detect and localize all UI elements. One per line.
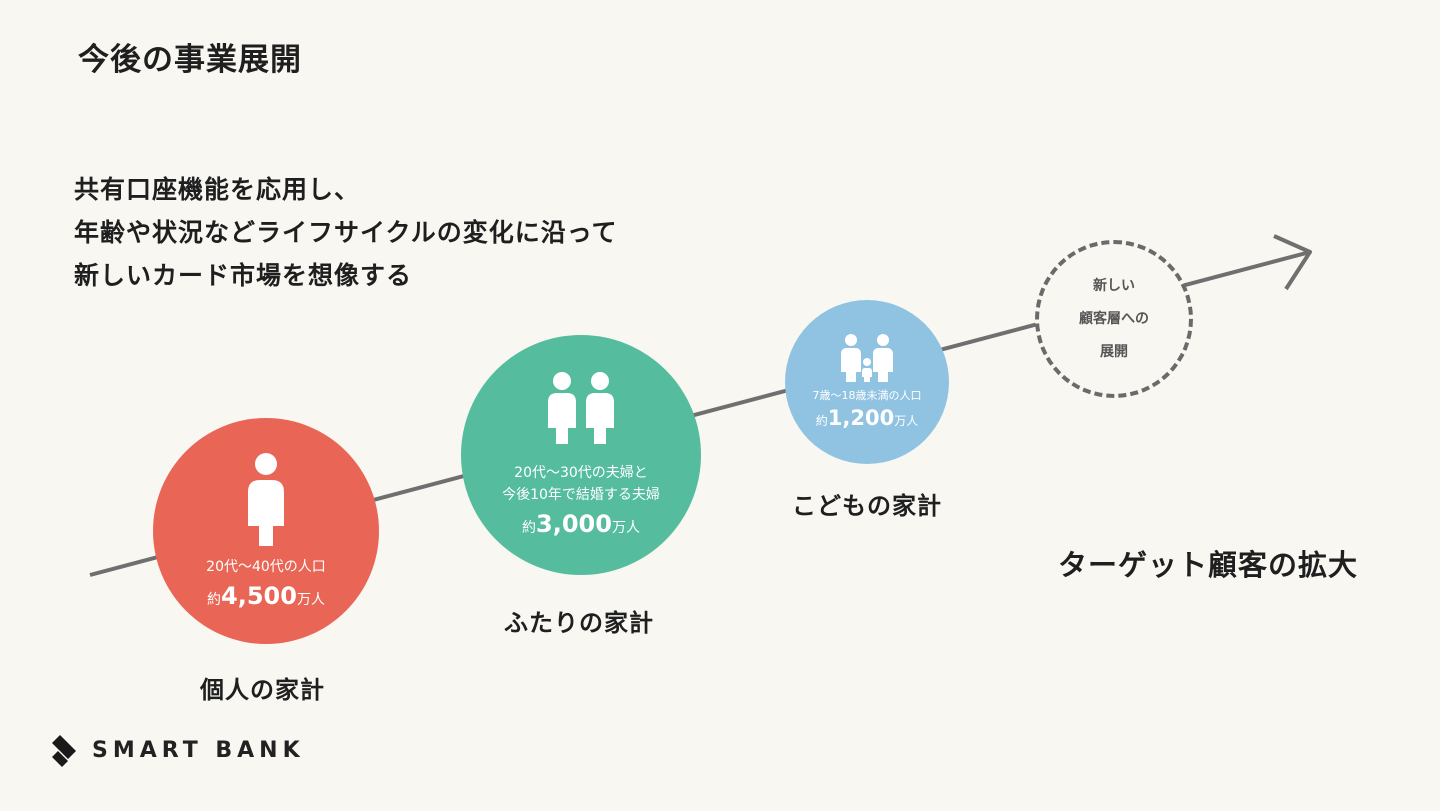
stage-stat: 約3,000万人 xyxy=(522,510,640,538)
page-title: 今後の事業展開 xyxy=(78,42,302,78)
lead-line: 共有口座機能を応用し、 xyxy=(74,175,361,204)
stage-label-individual: 個人の家計 xyxy=(200,676,325,704)
smartbank-logo-icon xyxy=(52,735,76,767)
future-line: 顧客層への xyxy=(1079,310,1149,327)
stage-description: 7歳〜18歳未満の人口 xyxy=(812,389,922,402)
stage-label-children: こどもの家計 xyxy=(792,492,942,520)
stage-circle-individual: 20代〜40代の人口 約4,500万人 xyxy=(153,418,379,644)
lead-line: 新しいカード市場を想像する xyxy=(74,261,413,290)
stat-unit: 万人 xyxy=(894,414,919,428)
stat-prefix: 約 xyxy=(522,520,537,536)
brand-name: SMART BANK xyxy=(92,737,305,763)
couple-icon xyxy=(548,372,614,444)
stage-description: 20代〜30代の夫婦と xyxy=(514,465,648,481)
family-icon xyxy=(841,334,893,382)
lead-text: 共有口座機能を応用し、 年齢や状況などライフサイクルの変化に沿って 新しいカード… xyxy=(74,168,618,297)
target-expansion-label: ターゲット顧客の拡大 xyxy=(1058,548,1359,582)
future-line: 展開 xyxy=(1100,343,1128,360)
stat-value: 3,000 xyxy=(536,510,612,538)
stage-circle-children: 7歳〜18歳未満の人口 約1,200万人 xyxy=(785,300,949,464)
stage-description: 今後10年で結婚する夫婦 xyxy=(502,487,660,503)
stat-unit: 万人 xyxy=(611,520,640,536)
stat-value: 1,200 xyxy=(827,406,895,430)
stat-unit: 万人 xyxy=(296,592,325,608)
stage-label-couple: ふたりの家計 xyxy=(504,609,654,637)
future-expansion-circle: 新しい 顧客層への 展開 xyxy=(1035,240,1193,398)
stage-circle-couple: 20代〜30代の夫婦と 今後10年で結婚する夫婦 約3,000万人 xyxy=(461,335,701,575)
stat-prefix: 約 xyxy=(815,414,828,428)
stage-stat: 約4,500万人 xyxy=(207,582,325,610)
stage-description: 20代〜40代の人口 xyxy=(206,559,326,575)
lead-line: 年齢や状況などライフサイクルの変化に沿って xyxy=(74,218,618,247)
stat-value: 4,500 xyxy=(221,582,297,610)
future-line: 新しい xyxy=(1093,277,1135,294)
stage-stat: 約1,200万人 xyxy=(816,406,918,430)
brand-logo: SMART BANK xyxy=(50,733,305,767)
stat-prefix: 約 xyxy=(207,592,222,608)
single-person-icon xyxy=(248,453,284,546)
